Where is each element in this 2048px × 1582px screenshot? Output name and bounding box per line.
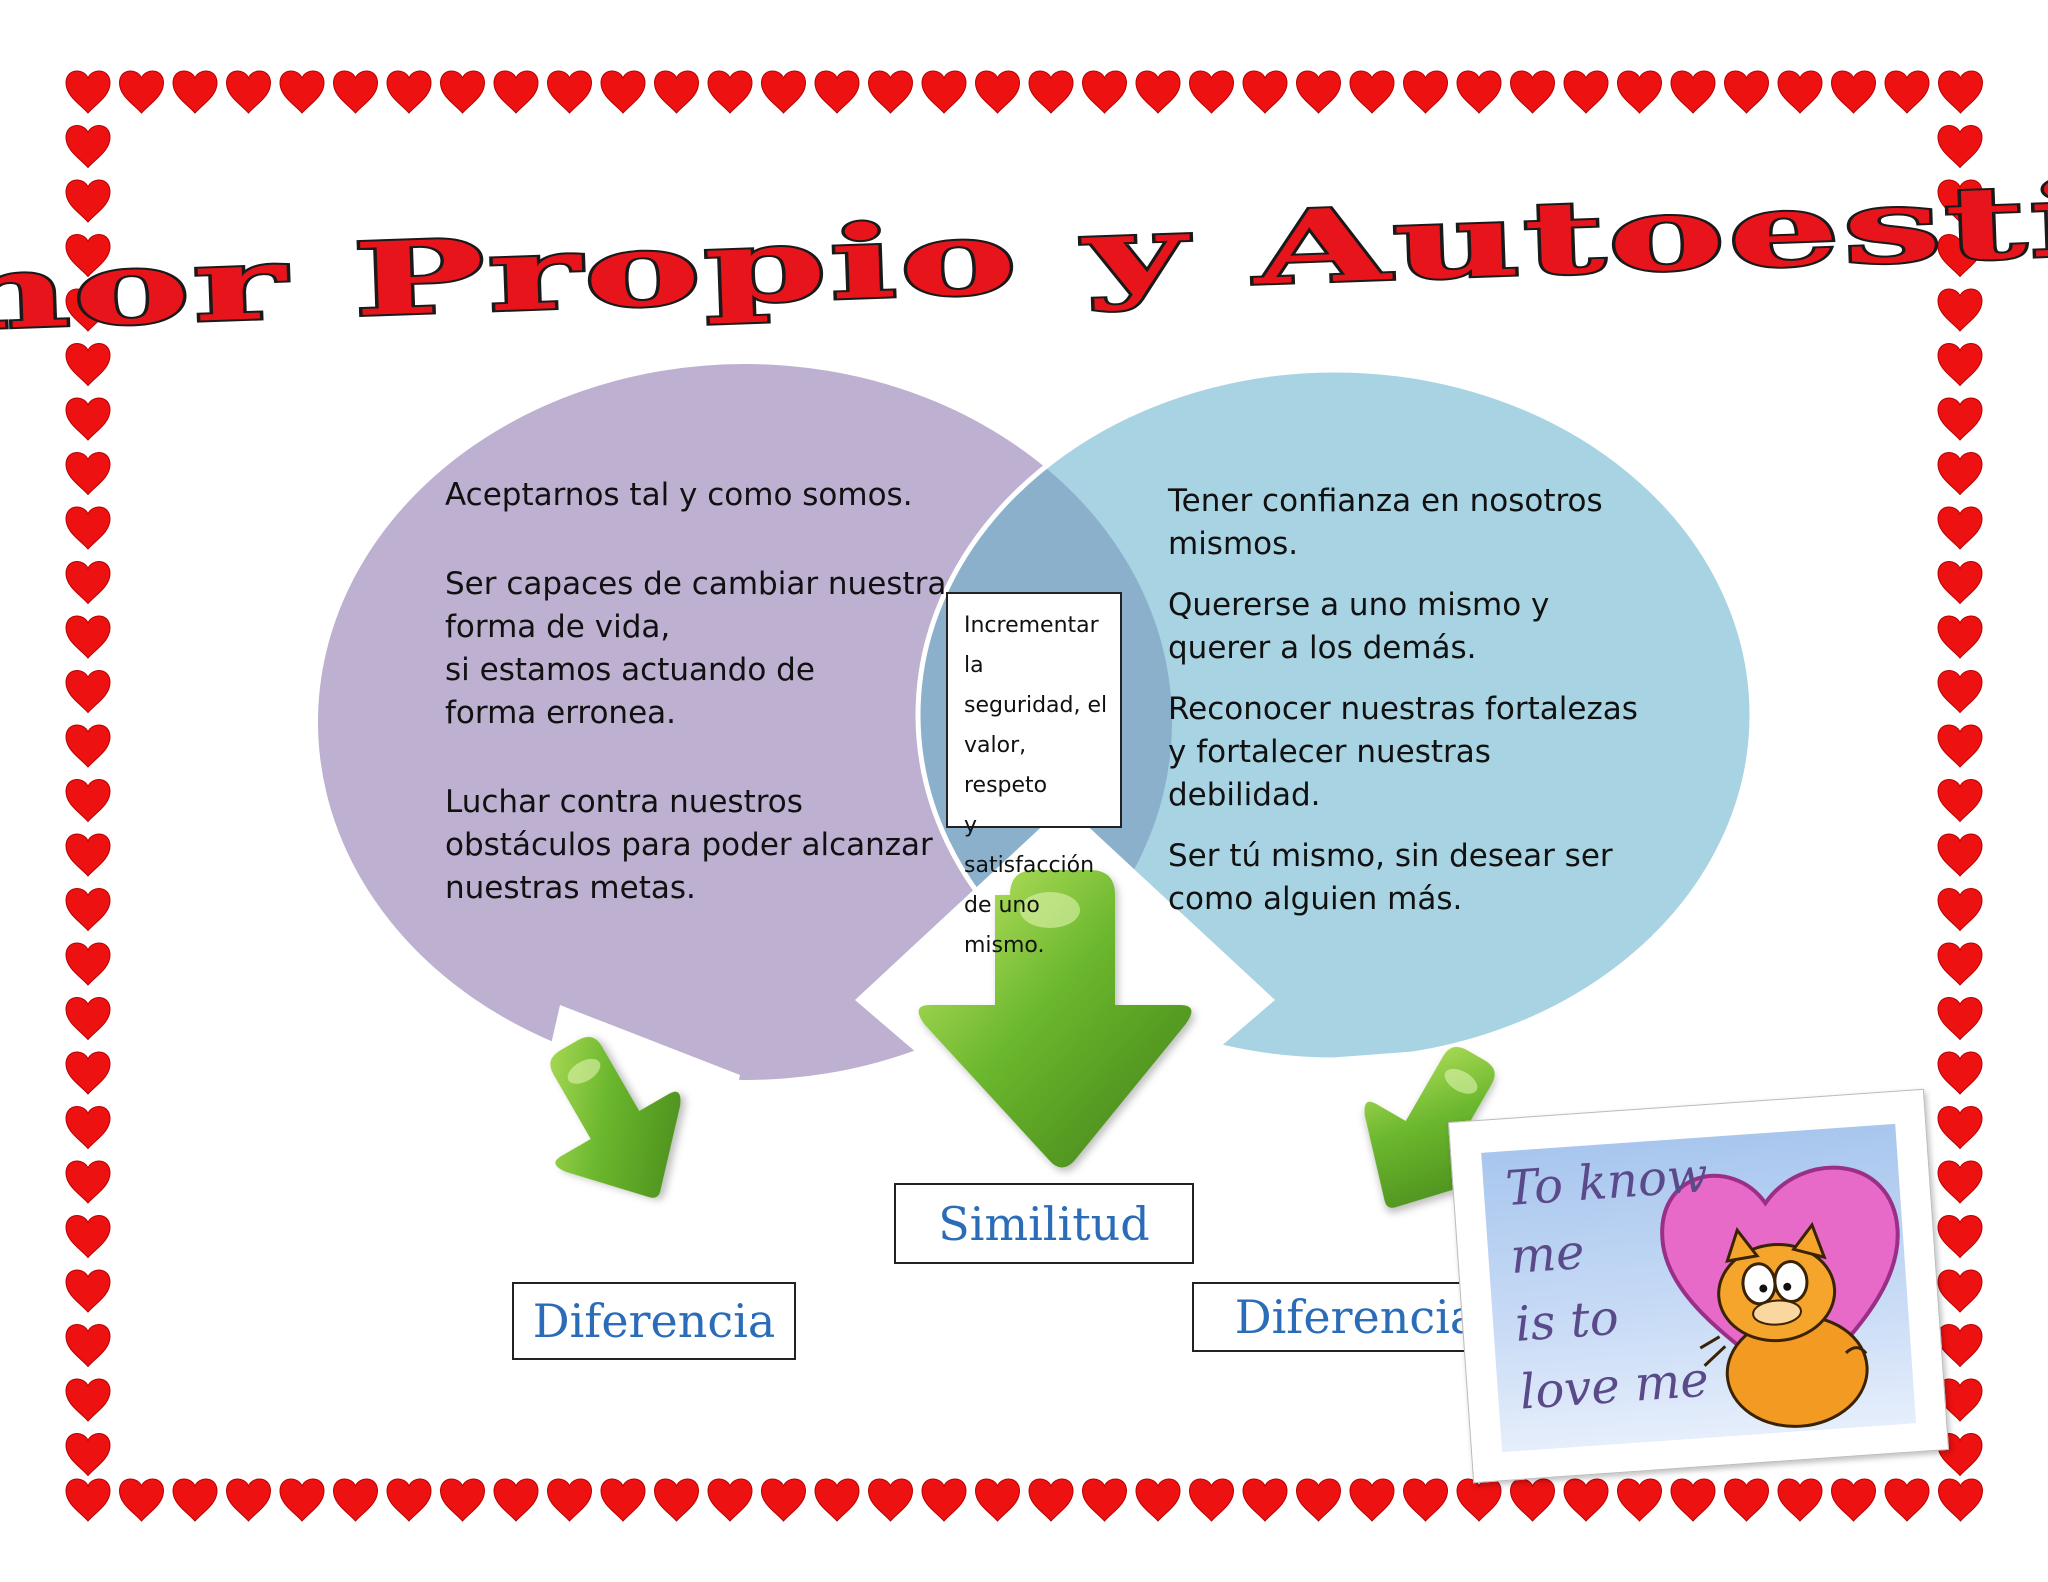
label-center-text: Similitud xyxy=(938,1196,1150,1251)
center-arrow-icon xyxy=(855,805,1275,1180)
left-item-1: Aceptarnos tal y como somos. xyxy=(445,477,913,513)
garfield-cat-icon xyxy=(1699,1221,1869,1428)
right-item-3: Reconocer nuestras fortalezas y fortalec… xyxy=(1168,691,1638,813)
right-circle-text: Tener confianza en nosotros mismos. Quer… xyxy=(1168,480,1688,939)
left-arrow-icon xyxy=(520,1005,740,1250)
right-item-4: Ser tú mismo, sin desear ser como alguie… xyxy=(1168,838,1613,917)
left-circle-text: Aceptarnos tal y como somos. Ser capaces… xyxy=(445,474,955,956)
label-right-text: Diferencia xyxy=(1234,1290,1478,1344)
overlap-text: Incrementar la seguridad, el valor, resp… xyxy=(964,613,1108,958)
overlap-text-box: Incrementar la seguridad, el valor, resp… xyxy=(946,592,1122,958)
right-item-1: Tener confianza en nosotros mismos. xyxy=(1168,483,1603,562)
garfield-picture: To know me is to love me xyxy=(1447,1088,1950,1484)
label-left-difference: Diferencia xyxy=(512,1282,796,1360)
left-item-2: Ser capaces de cambiar nuestra forma de … xyxy=(445,566,947,731)
right-item-2: Quererse a uno mismo y querer a los demá… xyxy=(1168,587,1550,666)
garfield-line-2: me xyxy=(1508,1223,1587,1285)
label-center-similarity: Similitud xyxy=(894,1183,1194,1264)
left-circle xyxy=(318,364,1172,1080)
label-left-text: Diferencia xyxy=(532,1294,776,1348)
garfield-line-3: is to xyxy=(1513,1289,1621,1353)
left-item-3: Luchar contra nuestros obstáculos para p… xyxy=(445,784,933,906)
